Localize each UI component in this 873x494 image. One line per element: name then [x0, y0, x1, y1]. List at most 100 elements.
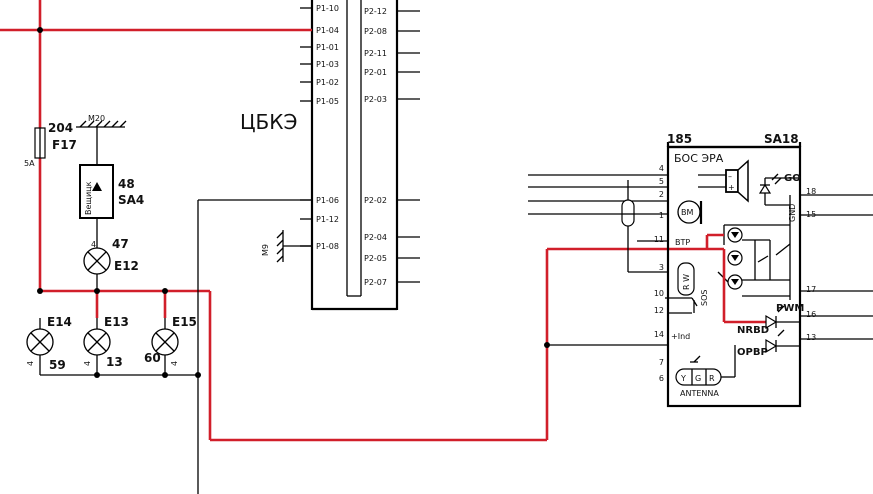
svg-text:–: –	[728, 172, 732, 181]
lamp-e15-id: 60	[144, 351, 161, 365]
ecu-block: ЦБКЭ	[240, 0, 399, 311]
lamp-e15-pin: 4	[170, 361, 179, 366]
module-left-wires	[528, 174, 668, 348]
module-left-pin-label: 11	[654, 235, 664, 244]
module-right-pin-label: 17	[806, 285, 816, 294]
ecu-left-pin-label: P1-10	[316, 4, 339, 13]
switch-sa4: Вещицк 48 SA4	[79, 164, 144, 248]
lamp-e12: 4 47 E12	[83, 237, 139, 291]
switch-name: SA4	[118, 193, 144, 207]
lamp-ground-bus	[40, 199, 312, 494]
ecu-left-pin-label: P1-04	[316, 26, 339, 35]
ground-m20-label: M20	[88, 114, 105, 123]
power-wiring	[0, 0, 707, 442]
lamp-e14-pin: 4	[26, 361, 35, 366]
rw-label: R W	[682, 274, 691, 290]
ecu-left-pin-label: P1-05	[316, 97, 339, 106]
switch-id: 48	[118, 177, 135, 191]
lamp-e14-name: E14	[47, 315, 72, 329]
module-right-pin-label: 16	[806, 310, 816, 319]
sos-button: R W SOS	[665, 262, 709, 314]
lamp-e14: E14 59 4	[26, 315, 72, 375]
svg-text:R: R	[709, 374, 715, 383]
ground-m20: M20	[76, 114, 127, 165]
ind-label: +Ind	[671, 332, 690, 341]
ecu-left-pin-label: P1-03	[316, 60, 339, 69]
switch-text: Вещицк	[84, 181, 93, 215]
module-left-pin-label: 5	[659, 177, 664, 186]
ecu-left-pin-label: P1-02	[316, 78, 339, 87]
ecu-left-pin-label: P1-08	[316, 242, 339, 251]
module-left-pin-label: 4	[659, 164, 664, 173]
ecu-ground-label: M9	[261, 244, 270, 256]
lamp-e12-pin: 4	[91, 240, 96, 249]
ecu-right-pin-label: P2-01	[364, 68, 387, 77]
ecu-left-pin-label: P1-06	[316, 196, 339, 205]
module-left-pin-label: 6	[659, 374, 664, 383]
ecu-left-pins: P1-10P1-04P1-01P1-03P1-02P1-05P1-06P1-12…	[300, 4, 339, 251]
btp-label: BTP	[675, 238, 690, 247]
lamp-e12-name: E12	[114, 259, 139, 273]
fuse-rating: 5A	[24, 159, 35, 168]
module-left-pin-label: 3	[659, 263, 664, 272]
lamp-e15: E15 60 4	[144, 315, 197, 375]
mic-label: BM	[681, 208, 693, 217]
svg-text:G: G	[695, 374, 701, 383]
lamp-e13-id: 13	[106, 355, 123, 369]
go-label: GO	[784, 173, 801, 184]
module-name: SA18	[764, 132, 799, 146]
module-left-pin-label: 14	[654, 330, 664, 339]
pwm-label: PWM	[776, 303, 804, 314]
nrbd-label: NRBD	[737, 325, 769, 336]
speaker-icon: – +	[698, 159, 749, 203]
module-left-pin-label: 10	[654, 289, 664, 298]
lamp-e15-name: E15	[172, 315, 197, 329]
module-right-pin-label: 18	[806, 187, 816, 196]
opbp-label: OPBP	[737, 347, 768, 358]
module-left-pin-label: 1	[659, 211, 664, 220]
lamp-e13-pin: 4	[83, 361, 92, 366]
lamp-e13-name: E13	[104, 315, 129, 329]
svg-text:Y: Y	[680, 374, 686, 383]
module-right-wires	[800, 194, 873, 340]
ecu-left-pin-label: P1-12	[316, 215, 339, 224]
sos-label: SOS	[700, 290, 709, 306]
lamp-e13: E13 13 4	[83, 315, 129, 375]
module-left-pin-label: 2	[659, 190, 664, 199]
svg-text:+: +	[728, 183, 735, 192]
fuse-name: F17	[52, 138, 77, 152]
gnd-label: GND	[788, 204, 797, 222]
module-left-pin-label: 12	[654, 306, 664, 315]
ecu-right-pin-label: P2-04	[364, 233, 387, 242]
module-id: 185	[667, 132, 692, 146]
module-right-pin-label: 13	[806, 333, 816, 342]
module-right-pins: 18 15 17 16 13	[806, 187, 816, 342]
ecu-right-pin-label: P2-11	[364, 49, 387, 58]
ecu-right-pin-label: P2-03	[364, 95, 387, 104]
fuse-f17: 204 F17 5A	[24, 121, 77, 168]
status-leds: PWM NRBD OPBP	[737, 303, 804, 358]
ecu-right-pin-label: P2-07	[364, 278, 387, 287]
ecu-left-pin-label: P1-01	[316, 43, 339, 52]
ecu-right-pin-label: P2-05	[364, 254, 387, 263]
ecu-title: ЦБКЭ	[240, 110, 297, 134]
internal-circuit	[717, 195, 791, 300]
ecu-right-pins: P2-12P2-08P2-11P2-01P2-03P2-02P2-04P2-05…	[364, 7, 420, 287]
fuse-id: 204	[48, 121, 73, 135]
ecu-right-pin-label: P2-08	[364, 27, 387, 36]
antenna-icon: Y G R ANTENNA	[675, 345, 736, 398]
microphone-icon: BM BTP	[675, 200, 703, 247]
internal-red-wire	[705, 233, 766, 324]
module-left-pin-label: 7	[659, 358, 664, 367]
lamp-e14-id: 59	[49, 358, 66, 372]
ecu-ground: M9	[261, 230, 312, 263]
lamp-e12-id: 47	[112, 237, 129, 251]
ecu-right-pin-label: P2-02	[364, 196, 387, 205]
module-right-pin-label: 15	[806, 210, 816, 219]
module-title: БОС ЭРА	[674, 152, 724, 165]
antenna-label: ANTENNA	[680, 389, 719, 398]
go-led: GO	[758, 173, 801, 205]
ecu-right-pin-label: P2-12	[364, 7, 387, 16]
